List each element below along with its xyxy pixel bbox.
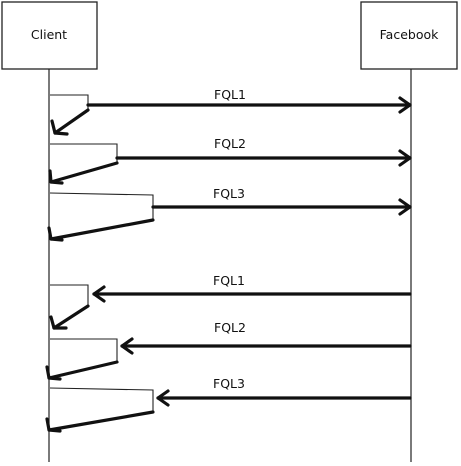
arrow-head — [398, 198, 412, 216]
message-response-3: FQL3 — [45, 376, 412, 433]
arrow-head — [45, 365, 62, 381]
message-label: FQL1 — [213, 273, 245, 288]
message-request-1: FQL1 — [50, 87, 412, 136]
arrow-head — [120, 337, 134, 355]
callback-bracket — [50, 143, 118, 163]
callback-bracket — [49, 192, 154, 220]
callback-bracket — [50, 284, 89, 306]
message-request-2: FQL2 — [48, 136, 412, 185]
message-request-3: FQL3 — [47, 186, 412, 242]
arrow-head — [47, 226, 64, 242]
facebook-label: Facebook — [380, 27, 439, 42]
callback-bracket — [50, 94, 89, 110]
callback-return-line — [52, 304, 90, 330]
message-label: FQL2 — [214, 320, 246, 335]
arrow-head — [48, 169, 64, 185]
message-response-1: FQL1 — [49, 273, 412, 330]
arrow-head — [398, 96, 412, 114]
callback-bracket — [49, 387, 154, 412]
callback-return-line — [47, 360, 119, 380]
callback-bracket — [50, 338, 118, 362]
arrow-head — [156, 389, 170, 407]
callback-return-line — [47, 410, 155, 432]
message-label: FQL1 — [214, 87, 246, 102]
callback-return-line — [49, 161, 119, 184]
arrow-head — [398, 149, 412, 167]
message-label: FQL2 — [214, 136, 246, 151]
arrow-head — [50, 119, 69, 136]
message-response-2: FQL2 — [45, 320, 412, 381]
arrow-head — [45, 417, 62, 433]
arrow-head — [92, 285, 106, 303]
facebook-box: Facebook — [360, 1, 458, 70]
client-label: Client — [31, 27, 67, 42]
callback-return-line — [53, 108, 90, 135]
callback-return-line — [49, 218, 155, 241]
client-box: Client — [1, 1, 98, 70]
arrow-head — [49, 315, 68, 330]
message-label: FQL3 — [213, 376, 245, 391]
message-label: FQL3 — [213, 186, 245, 201]
